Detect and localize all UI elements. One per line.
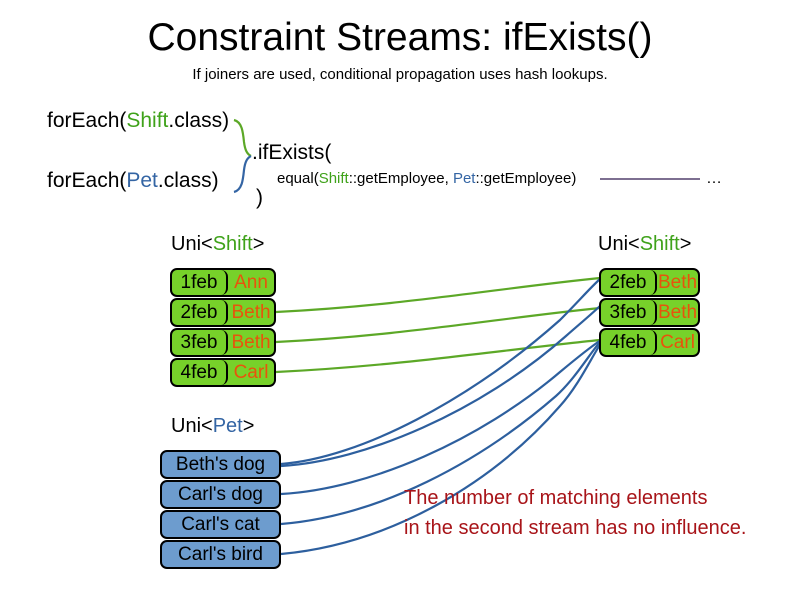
for-each-pet-suffix: .class) — [157, 169, 219, 192]
tuple-name: Beth — [231, 302, 271, 323]
tuple-date: 3feb — [172, 330, 228, 355]
left-shift-stream-label: Uni<Shift> — [171, 233, 264, 256]
equal-left-type: Shift — [318, 170, 349, 187]
for-each-shift-prefix: forEach( — [47, 109, 127, 132]
equal-prefix: equal( — [277, 170, 319, 187]
for-each-shift-suffix: .class) — [168, 109, 230, 132]
green-edge-group — [275, 276, 601, 374]
for-each-pet-prefix: forEach( — [47, 169, 127, 192]
equal-right-type: Pet — [452, 170, 476, 187]
right-shift-stream-label: Uni<Shift> — [598, 233, 691, 256]
page-subtitle: If joiners are used, conditional propaga… — [192, 66, 608, 83]
edge-shift-2feb — [275, 276, 601, 314]
tuple-name: Beth — [657, 272, 698, 293]
edge-pet-carls-cat-4feb — [280, 340, 602, 526]
pet-name: Beth's dog — [175, 454, 266, 475]
list-item[interactable]: Beth's dog — [160, 450, 281, 479]
page-title: Constraint Streams: ifExists() — [147, 16, 653, 59]
tuple-name: Carl — [233, 362, 269, 383]
list-item[interactable]: Carl's bird — [160, 540, 281, 569]
right-shift-label-prefix: Uni< — [598, 233, 640, 255]
list-item[interactable]: Carl's cat — [160, 510, 281, 539]
annotation-note: The number of matching elements in the s… — [404, 483, 746, 543]
table-row[interactable]: 4feb Carl — [170, 358, 276, 387]
pet-name: Carl's dog — [178, 484, 263, 505]
tuple-date: 4feb — [601, 330, 657, 355]
brace-upper-shift — [233, 118, 252, 157]
equal-right-method: ::getEmployee) — [475, 170, 577, 187]
tuple-date: 1feb — [172, 270, 228, 295]
annotation-line-2: in the second stream has no influence. — [404, 517, 747, 539]
list-item[interactable]: Carl's dog — [160, 480, 281, 509]
equal-left-method: ::getEmployee, — [348, 170, 453, 187]
brace-lower-pet — [233, 155, 252, 194]
table-row[interactable]: 3feb Beth — [170, 328, 276, 357]
pet-name: Carl's bird — [178, 544, 263, 565]
join-brace — [233, 118, 252, 194]
tuple-date: 4feb — [172, 360, 228, 385]
code-closing-paren: ) — [256, 186, 263, 209]
edge-pet-carls-bird-4feb — [280, 341, 603, 556]
pet-label-prefix: Uni< — [171, 415, 213, 437]
pet-name: Carl's cat — [181, 514, 260, 535]
edge-shift-3feb — [275, 306, 601, 344]
edge-pet-beths-dog-3feb — [280, 304, 602, 468]
left-shift-label-suffix: > — [252, 233, 265, 255]
tuple-name: Beth — [657, 302, 698, 323]
table-row[interactable]: 2feb Beth — [170, 298, 276, 327]
table-row[interactable]: 3feb Beth — [599, 298, 700, 327]
left-shift-label-prefix: Uni< — [171, 233, 213, 255]
edge-shift-4feb — [275, 338, 601, 374]
pet-label-suffix: > — [242, 415, 255, 437]
code-for-each-pet: forEach(Pet.class) — [47, 169, 219, 193]
edge-pet-beths-dog-2feb — [280, 278, 601, 466]
blue-edge-group — [280, 278, 603, 556]
table-row[interactable]: 1feb Ann — [170, 268, 276, 297]
annotation-line-1: The number of matching elements — [404, 487, 708, 509]
right-shift-label-suffix: > — [679, 233, 692, 255]
trailing-ellipsis: … — [706, 170, 722, 187]
tuple-date: 2feb — [601, 270, 657, 295]
tuple-date: 2feb — [172, 300, 228, 325]
right-shift-label-type: Shift — [639, 233, 680, 255]
code-for-each-shift: forEach(Shift.class) — [47, 109, 229, 133]
left-shift-label-type: Shift — [212, 233, 253, 255]
table-row[interactable]: 2feb Beth — [599, 268, 700, 297]
table-row[interactable]: 4feb Carl — [599, 328, 700, 357]
tuple-name: Ann — [234, 272, 268, 293]
code-if-exists: .ifExists( — [252, 141, 332, 164]
code-equal-joiner: equal(Shift::getEmployee, Pet::getEmploy… — [277, 170, 576, 187]
for-each-pet-type: Pet — [126, 169, 158, 192]
tuple-name: Carl — [660, 332, 695, 353]
tuple-name: Beth — [231, 332, 271, 353]
pet-label-type: Pet — [212, 415, 243, 437]
tuple-date: 3feb — [601, 300, 657, 325]
pet-stream-label: Uni<Pet> — [171, 415, 254, 438]
edge-pet-carls-dog-4feb — [280, 339, 602, 496]
for-each-shift-type: Shift — [126, 109, 169, 132]
